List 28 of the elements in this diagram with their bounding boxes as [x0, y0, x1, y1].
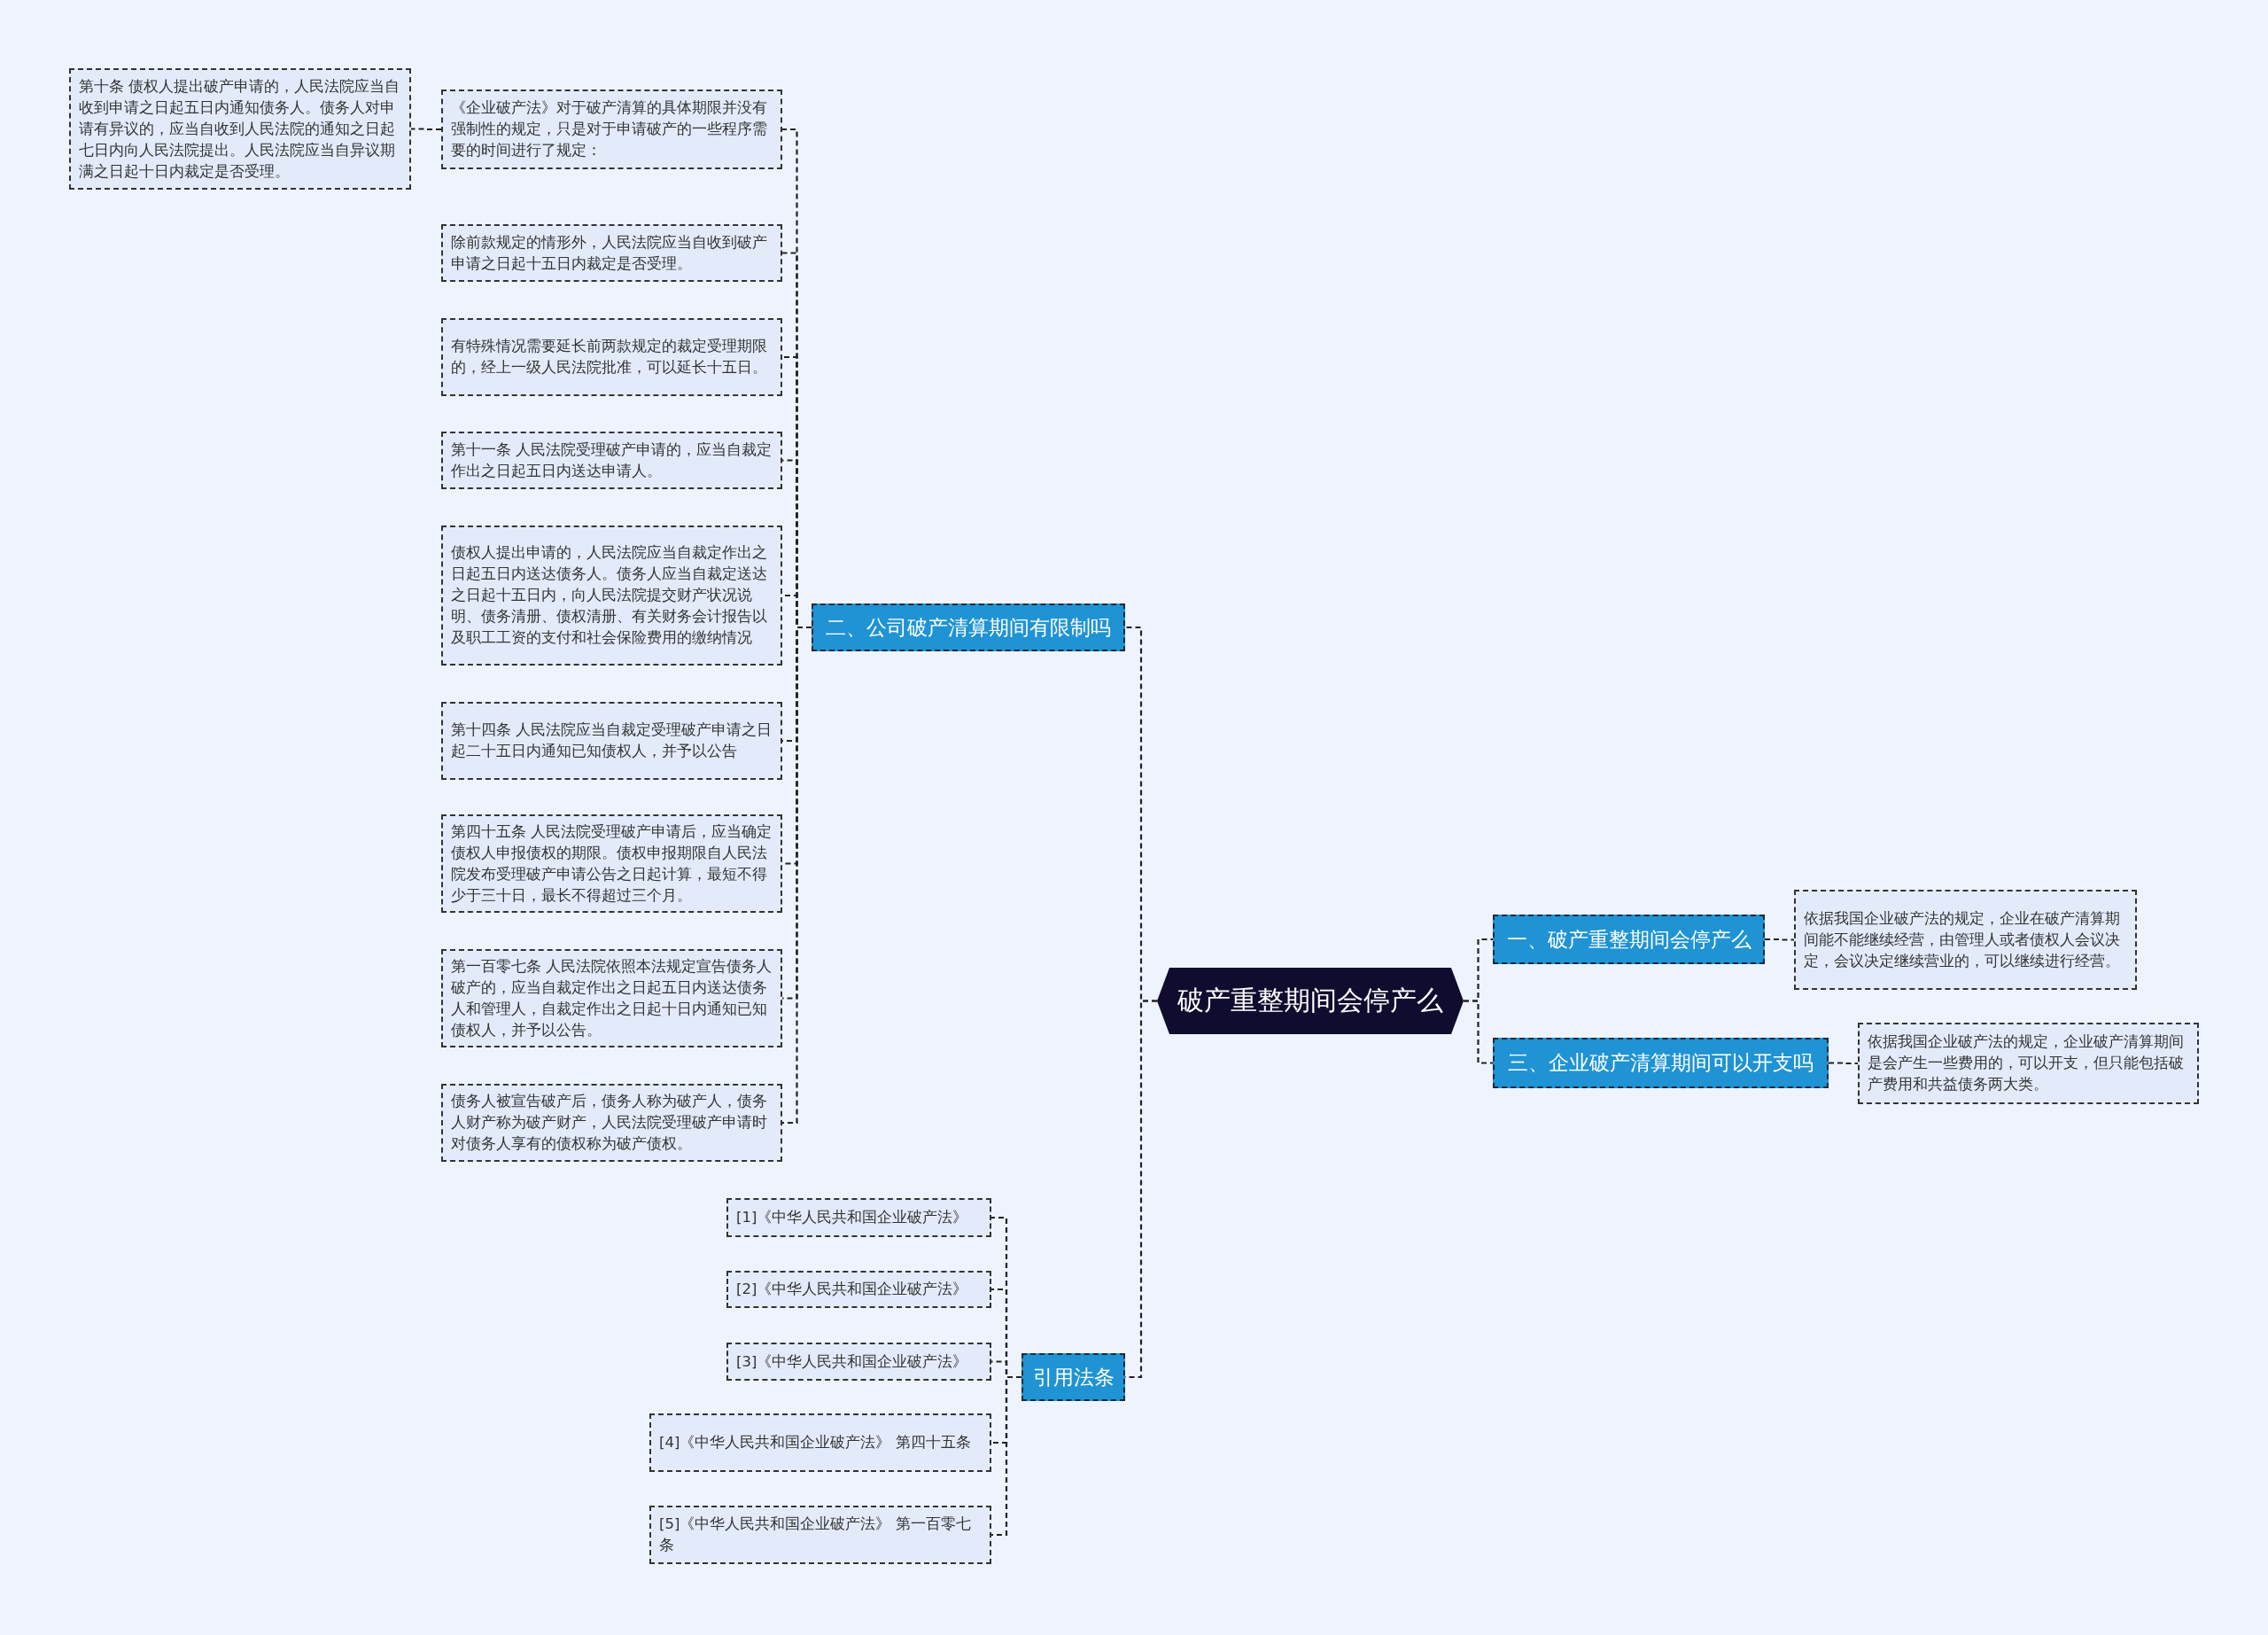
note-box: [1]《中华人民共和国企业破产法》: [726, 1198, 991, 1237]
connector-line: [411, 128, 441, 131]
connector-line: [1464, 1000, 1493, 1064]
note-box: [5]《中华人民共和国企业破产法》 第一百零七条: [649, 1506, 991, 1564]
connector-line: [1765, 938, 1794, 941]
note-box: 债权人提出申请的，人民法院应当自裁定作出之日起五日内送达债务人。债务人应当自裁定送达之日起十五日内，向人民法院提交财产状况说明、债务清册、债权清册、有关财务会计报告以及职工工资的支付和社会保险费用的缴纳情况: [441, 526, 782, 666]
note-box: 有特殊情况需要延长前两款规定的裁定受理期限的，经上一级人民法院批准，可以延长十五日。: [441, 318, 782, 396]
central-topic: [1157, 968, 1464, 1034]
note-box: 《企业破产法》对于破产清算的具体期限并没有强制性的规定，只是对于申请破产的一些程序需要的时间进行了规定：: [441, 90, 782, 169]
note-box: 依据我国企业破产法的规定，企业破产清算期间是会产生一些费用的，可以开支，但只能包括破产费用和共益债务两大类。: [1858, 1023, 2199, 1104]
topic-box: 一、破产重整期间会停产么: [1493, 915, 1765, 964]
note-box: 第一百零七条 人民法院依照本法规定宣告债务人破产的，应当自裁定作出之日起五日内送达债务人和管理人，自裁定作出之日起十日内通知已知债权人，并予以公告。: [441, 949, 782, 1047]
note-box: [3]《中华人民共和国企业破产法》: [726, 1343, 991, 1381]
note-box: [4]《中华人民共和国企业破产法》 第四十五条: [649, 1413, 991, 1472]
connector-line: [1829, 1062, 1858, 1065]
topic-box: 三、企业破产清算期间可以开支吗: [1493, 1038, 1829, 1088]
note-box: 第十一条 人民法院受理破产申请的，应当自裁定作出之日起五日内送达申请人。: [441, 432, 782, 489]
topic-box: 二、公司破产清算期间有限制吗: [812, 603, 1125, 651]
connector-line: [991, 1375, 1021, 1537]
note-box: 第十四条 人民法院应当自裁定受理破产申请之日起二十五日内通知已知债权人，并予以公告: [441, 702, 782, 780]
topic-box: 引用法条: [1021, 1353, 1125, 1401]
note-box: 债务人被宣告破产后，债务人称为破产人，债务人财产称为破产财产，人民法院受理破产申请时对债务人享有的债权称为破产债权。: [441, 1084, 782, 1162]
note-box: 依据我国企业破产法的规定，企业在破产清算期间能不能继续经营，由管理人或者债权人会议决定，会议决定继续营业的，可以继续进行经营。: [1794, 890, 2137, 990]
note-box: [2]《中华人民共和国企业破产法》: [726, 1271, 991, 1308]
topic-text: 破产重整期间会停产么: [1177, 984, 1443, 1017]
note-box: 第四十五条 人民法院受理破产申请后，应当确定债权人申报债权的期限。债权申报期限自人民法院发布受理破产申请公告之日起计算，最短不得少于三十日，最长不得超过三个月。: [441, 814, 782, 913]
note-box: 除前款规定的情形外，人民法院应当自收到破产申请之日起十五日内裁定是否受理。: [441, 224, 782, 282]
note-box: 第十条 债权人提出破产申请的，人民法院应当自收到申请之日起五日内通知债务人。债务人对申请有异议的，应当自收到人民法院的通知之日起七日内向人民法院提出。人民法院应当自异议期满之日起十日内裁定是否受理。: [69, 68, 411, 190]
